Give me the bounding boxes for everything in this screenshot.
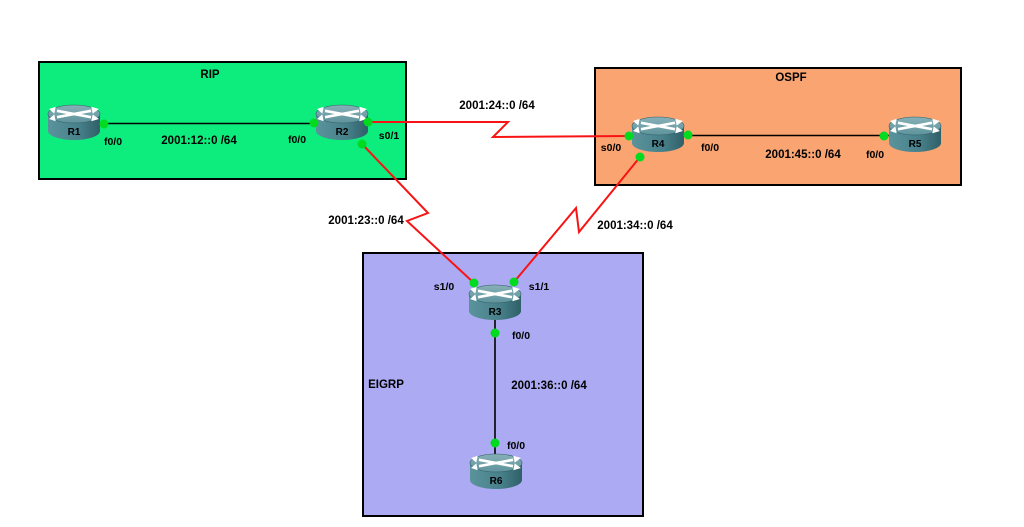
- iface-label-r5-f00: f0/0: [865, 149, 885, 161]
- router-r1[interactable]: R1: [46, 104, 102, 142]
- link-r2-r4[interactable]: [368, 121, 630, 139]
- network-label-r1-r2: 2001:12::0 /64: [161, 135, 237, 147]
- iface-label-r3-s11: s1/1: [528, 281, 550, 293]
- iface-label-r3-f00: f0/0: [511, 330, 531, 342]
- router-r1-label: R1: [68, 127, 81, 138]
- zone-title-eigrp: EIGRP: [368, 379, 404, 391]
- router-r4-label: R4: [652, 139, 665, 150]
- router-r6[interactable]: R6: [468, 453, 524, 491]
- iface-label-r2-f00: f0/0: [287, 134, 307, 146]
- iface-label-r2-s01: s0/1: [378, 130, 400, 142]
- router-r6-label: R6: [490, 476, 503, 487]
- network-label-r3-r6: 2001:36::0 /64: [511, 380, 587, 392]
- router-r5-label: R5: [909, 139, 922, 150]
- link-r2-r3[interactable]: [361, 143, 475, 284]
- router-r3-label: R3: [489, 307, 502, 318]
- router-r2[interactable]: R2: [314, 104, 370, 142]
- iface-label-r4-s00: s0/0: [600, 142, 622, 154]
- iface-label-r1-f00: f0/0: [103, 136, 123, 148]
- network-label-r3-r4: 2001:34::0 /64: [597, 220, 673, 232]
- network-label-r4-r5: 2001:45::0 /64: [765, 149, 841, 161]
- iface-label-r6-f00: f0/0: [506, 440, 526, 452]
- link-r3-r4[interactable]: [513, 156, 641, 283]
- zone-title-rip: RIP: [200, 69, 220, 81]
- router-r4[interactable]: R4: [630, 116, 686, 154]
- iface-label-r3-s10: s1/0: [433, 281, 455, 293]
- zone-title-ospf: OSPF: [775, 72, 807, 84]
- network-label-r2-r3: 2001:23::0 /64: [328, 215, 404, 227]
- router-r2-label: R2: [336, 127, 349, 138]
- router-r3[interactable]: R3: [467, 284, 523, 322]
- network-label-r2-r4: 2001:24::0 /64: [459, 100, 535, 112]
- iface-label-r4-f00: f0/0: [700, 142, 720, 154]
- router-r5[interactable]: R5: [887, 116, 943, 154]
